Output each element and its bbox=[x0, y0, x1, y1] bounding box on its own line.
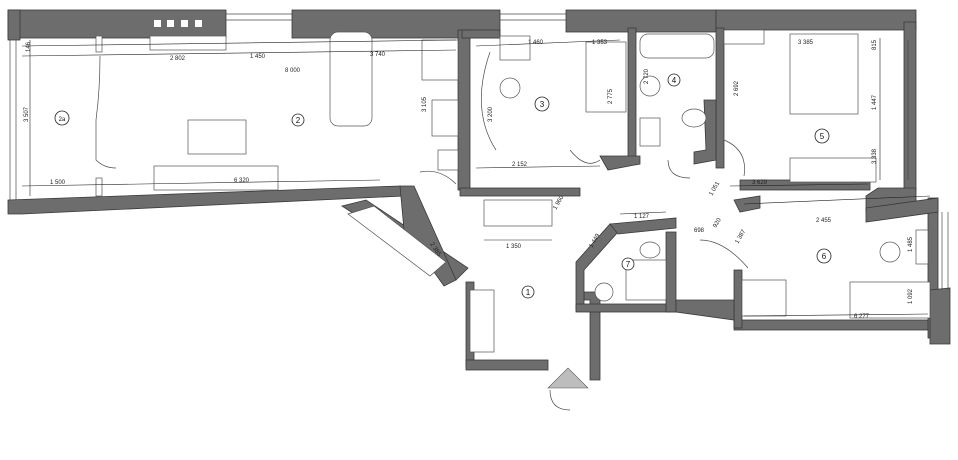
dim-label: 3 385 bbox=[798, 40, 814, 46]
bed-room-5 bbox=[789, 33, 859, 115]
room-marker-2a: 2a bbox=[54, 110, 70, 126]
room-label: 6 bbox=[822, 252, 827, 261]
dim-label: 1 051 bbox=[709, 180, 722, 197]
room-label: 7 bbox=[626, 260, 631, 269]
dim-label: 1 353 bbox=[592, 40, 608, 46]
dim-label: 1 447 bbox=[872, 94, 878, 110]
dimension-lines bbox=[21, 38, 931, 317]
dim-label: 1 092 bbox=[908, 288, 914, 304]
room-marker-2: 2 bbox=[291, 113, 305, 127]
tv-console bbox=[149, 35, 227, 51]
dim-label: 3 105 bbox=[422, 96, 428, 112]
room-label: 3 bbox=[540, 100, 545, 109]
room-marker-7: 7 bbox=[621, 257, 635, 271]
dim-label: 1 450 bbox=[250, 54, 266, 60]
wall-vents bbox=[154, 20, 202, 27]
dim-label: 2 152 bbox=[512, 162, 528, 168]
room-markers: 1 2 2a 3 4 5 6 7 bbox=[54, 73, 832, 299]
toilet-4 bbox=[681, 108, 707, 128]
dim-label: 1 960 bbox=[553, 194, 566, 211]
dimension-labels: 2 802 1 450 3 740 8 000 3 507 146 1 500 … bbox=[24, 39, 914, 320]
dim-label: 2 720 bbox=[644, 68, 650, 84]
dim-label: 146 bbox=[26, 41, 32, 52]
dim-label: 1 485 bbox=[908, 236, 914, 252]
sofa bbox=[153, 165, 279, 191]
wardrobe-room-5 bbox=[789, 157, 877, 183]
dim-label: 3 507 bbox=[24, 106, 30, 122]
chair bbox=[499, 77, 521, 99]
dim-label: 6 277 bbox=[854, 314, 870, 320]
dim-label: 3 200 bbox=[488, 106, 494, 122]
dim-label: 8 000 bbox=[285, 68, 301, 74]
room-label: 2 bbox=[296, 116, 301, 125]
dim-label: 1 387 bbox=[735, 228, 748, 245]
room-marker-3: 3 bbox=[534, 96, 550, 112]
entrance-step bbox=[547, 367, 589, 389]
dim-label: 3 338 bbox=[872, 148, 878, 164]
sink bbox=[421, 39, 459, 81]
dim-label: 2 455 bbox=[816, 218, 832, 224]
cabinet-corridor bbox=[483, 199, 553, 227]
room-label: 5 bbox=[820, 132, 825, 141]
desk bbox=[499, 35, 531, 61]
dim-label: 3 740 bbox=[370, 52, 386, 58]
washbasin bbox=[639, 75, 661, 97]
cooktop bbox=[431, 99, 459, 137]
dim-label: 2 802 bbox=[170, 56, 186, 62]
dim-label: 815 bbox=[872, 39, 878, 50]
desk-6 bbox=[915, 229, 929, 265]
bed-room-3 bbox=[585, 41, 627, 113]
toilet-7 bbox=[639, 241, 661, 259]
wardrobe-corridor bbox=[347, 205, 447, 277]
dim-label: 3 629 bbox=[752, 180, 768, 186]
dim-label: 6 320 bbox=[234, 178, 250, 184]
dim-label: 2 775 bbox=[608, 88, 614, 104]
dining-table bbox=[187, 119, 247, 155]
dim-label: 1 500 bbox=[50, 180, 66, 186]
dim-label: 1 127 bbox=[634, 214, 650, 220]
room-marker-1: 1 bbox=[521, 285, 535, 299]
room-label: 4 bbox=[672, 76, 677, 85]
bathtub bbox=[639, 33, 715, 59]
kitchen-island bbox=[329, 31, 373, 127]
room-marker-5: 5 bbox=[814, 128, 830, 144]
dim-label: 1 460 bbox=[528, 40, 544, 46]
bed-room-6 bbox=[849, 281, 931, 319]
furniture bbox=[95, 29, 931, 411]
room-marker-4: 4 bbox=[667, 73, 681, 87]
armchair bbox=[741, 279, 787, 317]
room-marker-6: 6 bbox=[816, 248, 832, 264]
washbasin-7 bbox=[594, 282, 614, 302]
room-label: 2a bbox=[59, 117, 66, 123]
chair-6 bbox=[879, 241, 901, 263]
room-label: 1 bbox=[526, 288, 531, 297]
dim-label: 920 bbox=[713, 217, 724, 229]
dim-label: 2 692 bbox=[734, 80, 740, 96]
windows bbox=[9, 13, 949, 290]
shelf-entry bbox=[469, 289, 495, 353]
dim-label: 698 bbox=[694, 228, 705, 234]
dim-label: 1 350 bbox=[506, 244, 522, 250]
